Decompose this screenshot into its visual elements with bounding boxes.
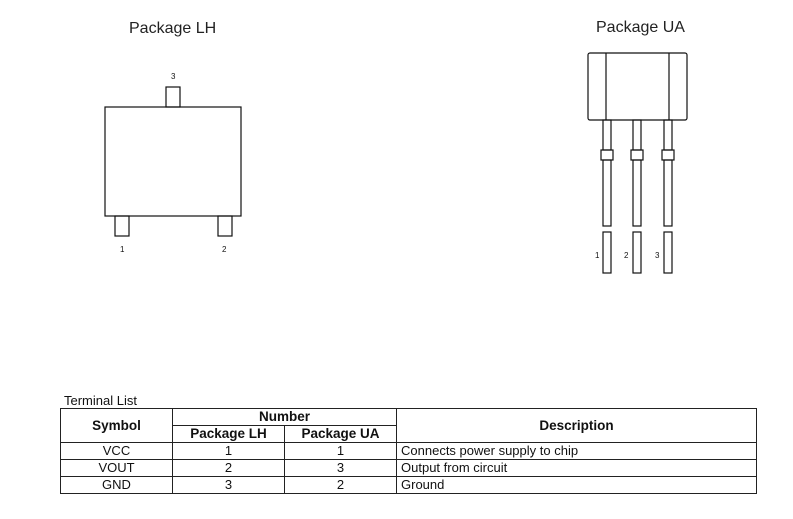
package-ua-lead-3: [661, 119, 675, 274]
terminal-list-table: Symbol Number Description Package LH Pac…: [60, 408, 758, 494]
package-lh-pin-3: [165, 86, 181, 108]
package-diagrams: 3 1 2 1 2 3: [104, 52, 688, 274]
package-ua-drawing: [587, 52, 688, 274]
package-ua-title: Package UA: [596, 19, 685, 36]
header-package-lh: Package LH: [172, 425, 285, 443]
cell-description: Connects power supply to chip: [396, 442, 758, 460]
cell-lh: 3: [172, 476, 285, 494]
package-ua-pin-label-3: 3: [655, 251, 660, 260]
package-lh-drawing: [104, 86, 242, 237]
cell-ua: 3: [283, 459, 398, 477]
package-lh-pin-label-2: 2: [222, 245, 227, 254]
package-lh-pin-label-3: 3: [171, 72, 176, 81]
package-ua-lead-2: [630, 119, 644, 274]
cell-symbol: GND: [60, 476, 173, 494]
package-lh-pin-label-1: 1: [120, 245, 125, 254]
cell-description: Output from circuit: [396, 459, 758, 477]
table-row: GND 3 2 Ground: [60, 476, 758, 494]
package-ua-pin-label-2: 2: [624, 251, 629, 260]
header-number: Number: [171, 408, 398, 426]
package-ua-pin-label-1: 1: [595, 251, 600, 260]
cell-symbol: VCC: [60, 442, 173, 460]
header-package-ua: Package UA: [283, 425, 398, 443]
package-ua-body: [587, 52, 688, 121]
terminal-list-caption: Terminal List: [64, 393, 137, 408]
cell-lh: 2: [172, 459, 285, 477]
table-row: VOUT 2 3 Output from circuit: [60, 459, 758, 477]
package-ua-lead-1: [600, 119, 614, 274]
cell-description: Ground: [396, 476, 758, 494]
cell-ua: 2: [283, 476, 398, 494]
package-lh-body: [104, 106, 242, 217]
cell-symbol: VOUT: [60, 459, 173, 477]
table-row: VCC 1 1 Connects power supply to chip: [60, 442, 758, 460]
header-symbol: Symbol: [60, 408, 173, 443]
header-description: Description: [396, 408, 758, 443]
package-lh-pin-2: [217, 215, 233, 237]
package-lh-pin-1: [114, 215, 130, 237]
cell-lh: 1: [172, 442, 285, 460]
cell-ua: 1: [283, 442, 398, 460]
package-lh-title: Package LH: [129, 20, 217, 37]
